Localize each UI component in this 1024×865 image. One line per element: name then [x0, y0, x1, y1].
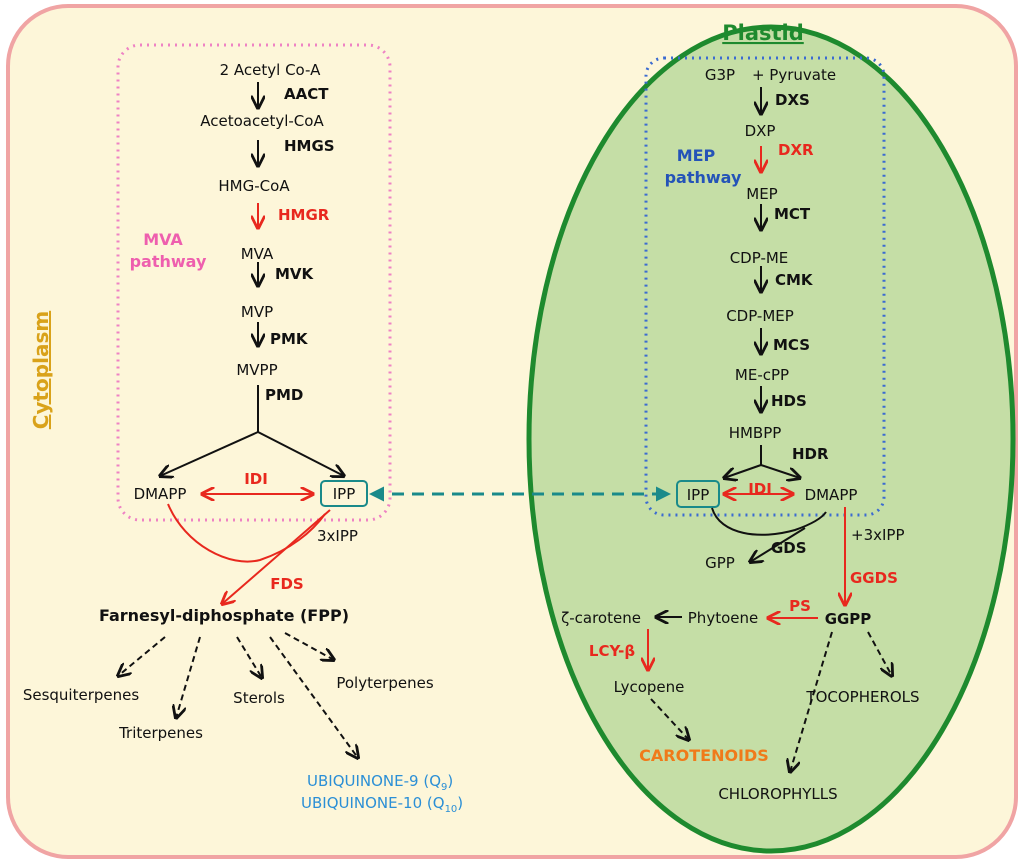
mva-pathway-box [116, 43, 392, 522]
enzyme-ggds: GGDS [850, 569, 898, 587]
product-polyterpenes: Polyterpenes [336, 674, 433, 692]
mva-pathway-label-1: MVA [143, 230, 183, 249]
plastid-boundary [526, 24, 1016, 854]
enzyme-dxr: DXR [778, 141, 814, 159]
arrow-chlorophylls [790, 631, 833, 772]
metabolite-mep: MEP [746, 185, 777, 203]
arrow-to-ipp [257, 431, 344, 476]
enzyme-gds: GDS [771, 539, 807, 557]
mep-pathway-label-1: MEP [677, 146, 716, 165]
arrow-hdr-dmapp [760, 464, 800, 478]
arrow-fds [222, 509, 331, 604]
enzyme-hdr: HDR [792, 445, 829, 463]
enzyme-idi-plastid: IDI [748, 480, 772, 498]
metabolite-phytoene: Phytoene [688, 609, 758, 627]
enzyme-cmk: CMK [775, 271, 814, 289]
enzyme-hmgs: HMGS [284, 137, 335, 155]
mep-pathway-label-2: pathway [665, 168, 742, 187]
enzyme-idi-cyto: IDI [244, 470, 268, 488]
ipp-box-plastid [676, 480, 720, 508]
enzyme-mvk: MVK [275, 265, 315, 283]
product-sterols: Sterols [233, 689, 285, 707]
arrow-hdr-ipp [724, 464, 762, 478]
metabolite-ipp-plastid: IPP [687, 486, 710, 504]
enzyme-pmk: PMK [270, 330, 309, 348]
label-3xipp-plastid: +3xIPP [851, 526, 905, 544]
metabolite-mvp: MVP [241, 303, 273, 321]
metabolite-fpp: Farnesyl-diphosphate (FPP) [99, 606, 349, 625]
ipp-box-cyto [320, 480, 368, 507]
metabolite-gpp: GPP [705, 554, 735, 572]
arrow-tocopherols [867, 631, 892, 676]
cytoplasm-label: Cytoplasm [29, 311, 53, 429]
arrow-ubiquinone [269, 636, 358, 758]
metabolite-acetyl-coa: 2 Acetyl Co-A [220, 61, 321, 79]
metabolite-mva: MVA [241, 245, 274, 263]
metabolite-g3p: G3P [705, 66, 735, 84]
arrow-gds [750, 527, 806, 562]
product-chlorophylls: CHLOROPHYLLS [718, 785, 837, 803]
product-ubiquinone-9: UBIQUINONE-9 (Q9) [307, 772, 453, 793]
metabolite-hmbpp: HMBPP [729, 424, 782, 442]
enzyme-ps: PS [789, 597, 811, 615]
enzyme-pmd: PMD [265, 386, 303, 404]
enzyme-fds: FDS [270, 575, 304, 593]
metabolite-lycopene: Lycopene [614, 678, 685, 696]
metabolite-dmapp-cyto: DMAPP [134, 485, 187, 503]
enzyme-hds: HDS [771, 392, 807, 410]
enzyme-mct: MCT [774, 205, 811, 223]
enzyme-mcs: MCS [773, 336, 810, 354]
plastid-label: Plastid [722, 21, 804, 45]
metabolite-me-cpp: ME-cPP [735, 366, 789, 384]
metabolite-dmapp-plastid: DMAPP [805, 486, 858, 504]
metabolite-cdp-mep: CDP-MEP [726, 307, 794, 325]
enzyme-aact: AACT [284, 85, 329, 103]
metabolite-hmg-coa: HMG-CoA [218, 177, 290, 195]
label-3xipp-cyto: 3xIPP [317, 527, 358, 545]
product-ubiquinone-10: UBIQUINONE-10 (Q10) [301, 794, 463, 815]
product-triterpenes: Triterpenes [118, 724, 203, 742]
mva-pathway-label-2: pathway [130, 252, 207, 271]
metabolite-dxp: DXP [745, 122, 776, 140]
metabolite-mvpp: MVPP [236, 361, 277, 379]
product-sesquiterpenes: Sesquiterpenes [23, 686, 140, 704]
product-carotenoids: CAROTENOIDS [639, 746, 769, 765]
metabolite-pyruvate: + Pyruvate [752, 66, 836, 84]
enzyme-lcy: LCY-β [589, 642, 635, 660]
metabolite-cdp-me: CDP-ME [730, 249, 789, 267]
arrow-sterols [236, 636, 262, 678]
metabolite-acetoacetyl-coa: Acetoacetyl-CoA [200, 112, 324, 130]
enzyme-hmgr: HMGR [278, 206, 330, 224]
arrow-sesquiterpenes [118, 636, 166, 676]
metabolite-ipp-cyto: IPP [333, 485, 356, 503]
dmapp-to-fds-curve [167, 503, 326, 563]
metabolite-ggpp: GGPP [825, 610, 872, 628]
ipp-to-gds-curve [711, 507, 827, 536]
metabolite-zeta-carotene: ζ-carotene [561, 609, 641, 627]
enzyme-dxs: DXS [775, 91, 810, 109]
arrow-triterpenes [176, 636, 201, 718]
arrow-to-dmapp [160, 431, 259, 476]
product-tocopherols: TOCOPHEROLS [805, 688, 919, 706]
